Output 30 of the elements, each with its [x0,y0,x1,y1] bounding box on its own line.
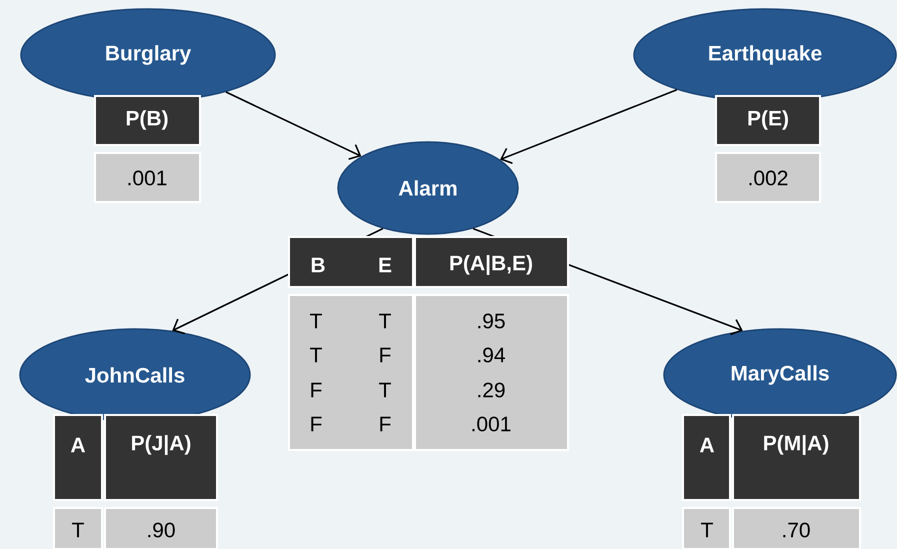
table-cell: T [682,507,731,549]
label: F [311,382,322,398]
label: .94 [478,348,505,362]
arrow [500,89,678,164]
table-cell: B E [288,236,414,288]
label: .29 [478,382,505,398]
label: T [379,314,391,328]
label: F [380,416,391,432]
label: E [379,258,392,272]
table-cell: .95 .94 .29 .001 [414,294,569,451]
label: F [380,348,391,362]
label: B [312,258,325,272]
table-cell: .002 [715,152,821,203]
label: T [310,314,322,328]
table-cell: P(E) [715,95,821,146]
table-cell: T T T F F T F F [288,294,414,451]
table-cell: A [682,414,731,501]
label: T [379,382,391,398]
table-cell: .70 [732,507,861,549]
arrow [226,91,362,160]
table-cell: A [53,414,103,501]
table-cell: P(B) [94,95,201,146]
table-cell: .001 [94,152,201,203]
table-cell: .90 [104,507,218,549]
label: .001 [472,416,510,432]
label: .95 [478,314,505,328]
label: T [310,348,322,362]
table-cell: T [53,507,103,549]
table-cell: P(A|B,E) [414,236,569,288]
label: F [311,416,322,432]
